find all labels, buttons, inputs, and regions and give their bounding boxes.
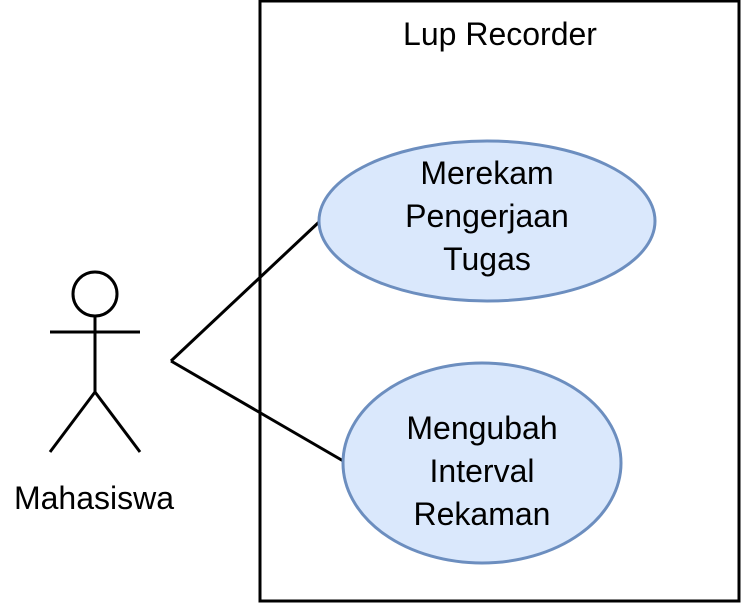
system-boundary [258,0,741,603]
use-case-1-line-3: Tugas [443,241,531,277]
actor-label: Mahasiswa [13,480,175,516]
actor-head [71,270,119,318]
use-case-2-line-1: Mengubah [406,410,558,446]
use-case-ellipse-1 [317,139,657,303]
use-case-1-line-2: Pengerjaan [405,198,569,234]
system-title: Lup Recorder [403,16,597,52]
use-case-label-1: Merekam Pengerjaan Tugas [318,152,656,281]
use-case-2-line-3: Rekaman [413,496,551,532]
actor-right-leg [93,391,142,453]
use-case-1-line-1: Merekam [420,155,554,191]
association-line-1 [169,220,321,363]
use-case-label-2: Mengubah Interval Rekaman [343,407,621,536]
actor-figure [48,270,142,453]
actor-left-leg [48,391,97,453]
association-line-2 [170,359,346,464]
use-case-ellipse-2 [341,361,623,565]
use-case-2-line-2: Interval [429,453,535,489]
